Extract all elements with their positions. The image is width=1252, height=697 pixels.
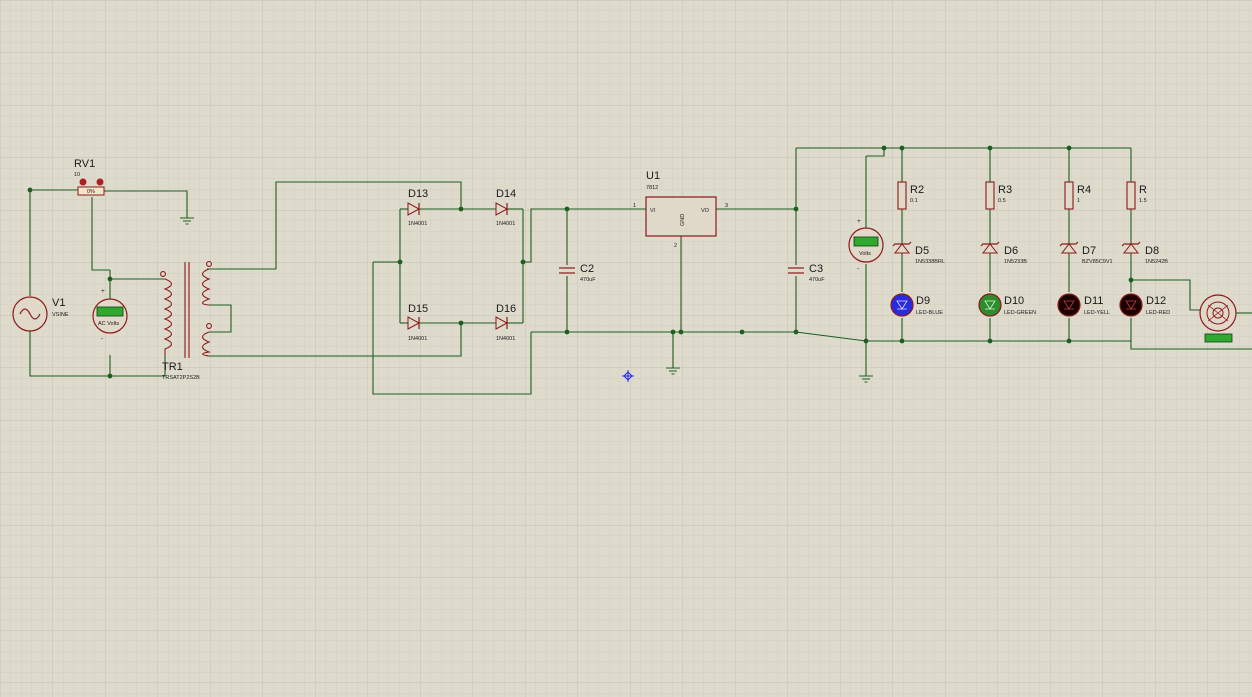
d13-ref: D13 [408, 188, 428, 200]
resistor-r2[interactable]: R2 0.1 [897, 181, 924, 210]
d11-value: LED-YELL [1084, 310, 1110, 316]
d13-value: 1N4001 [408, 221, 427, 227]
u1-pin1: 1 [633, 203, 636, 209]
dc-voltmeter[interactable]: Volts + - [848, 218, 884, 272]
resistor-r4[interactable]: R4 1 [1064, 181, 1091, 210]
ac-voltmeter[interactable]: AC Volts + - [92, 288, 128, 342]
d12-value: LED-RED [1146, 310, 1170, 316]
led-d11[interactable]: D11 LED-YELL [1057, 293, 1110, 317]
d14-ref: D14 [496, 188, 516, 200]
d9-value: LED-BLUE [916, 310, 943, 316]
d6-ref: D6 [1004, 245, 1018, 257]
u1-pin-gnd: GND [680, 214, 686, 226]
r3-ref: R3 [998, 184, 1012, 196]
dc-meter-label: Volts [859, 251, 871, 257]
diode-d13[interactable]: D13 1N4001 [407, 188, 428, 227]
zener-d7[interactable]: D7 BZV85C9V1 [1059, 241, 1113, 265]
d8-value: 1N5242B [1145, 259, 1168, 265]
u1-pin3: 3 [725, 203, 728, 209]
v1-value: VSINE [52, 312, 69, 318]
cursor-crosshair-icon [622, 370, 634, 382]
v1-ref: V1 [52, 297, 65, 309]
regulator-u1[interactable]: VI VO GND 1 3 2 U1 7812 [633, 170, 728, 249]
resistor-r[interactable]: R 1.5 [1126, 181, 1147, 210]
u1-value: 7812 [646, 185, 658, 191]
transformer-tr1[interactable] [160, 261, 212, 358]
rv1-value: 10 [74, 172, 80, 178]
tr1-ref: TR1 [162, 361, 183, 373]
rv1-ref: RV1 [74, 158, 95, 170]
dc-meter-plus: + [857, 218, 861, 225]
d9-ref: D9 [916, 295, 930, 307]
diode-d16[interactable]: D16 1N4001 [495, 303, 516, 342]
ac-meter-minus: - [101, 335, 103, 342]
capacitor-c2[interactable] [559, 267, 575, 274]
d8-ref: D8 [1145, 245, 1159, 257]
potentiometer-rv1[interactable]: 0% RV1 10 [74, 158, 105, 196]
u1-ref: U1 [646, 170, 660, 182]
d10-value: LED-GREEN [1004, 310, 1036, 316]
led-d12[interactable]: D12 LED-RED [1119, 293, 1170, 317]
c2-ref: C2 [580, 263, 594, 275]
d15-value: 1N4001 [408, 336, 427, 342]
d16-ref: D16 [496, 303, 516, 315]
d15-ref: D15 [408, 303, 428, 315]
u1-pin2: 2 [674, 243, 677, 249]
ground-icon [859, 375, 873, 383]
d6-value: 1N5233B [1004, 259, 1027, 265]
zener-d6[interactable]: D6 1N5233B [980, 241, 1027, 265]
c2-value: 470uF [580, 277, 596, 283]
r3-value: 0.5 [998, 198, 1006, 204]
c3-ref: C3 [809, 263, 823, 275]
dc-meter-minus: - [857, 265, 859, 272]
rv1-percent: 0% [87, 189, 95, 195]
wires [29, 147, 1252, 395]
zener-d8[interactable]: D8 1N5242B [1121, 241, 1168, 265]
r2-value: 0.1 [910, 198, 918, 204]
d5-ref: D5 [915, 245, 929, 257]
u1-pin-vo: VO [701, 208, 710, 214]
d5-value: 1N5338BRL [915, 259, 945, 265]
junctions [27, 145, 1134, 379]
vsine-source[interactable]: V1 VSINE [12, 296, 69, 332]
ground-icon [180, 217, 194, 225]
r4-value: 1 [1077, 198, 1080, 204]
ground-icon [666, 367, 680, 375]
diode-d15[interactable]: D15 1N4001 [407, 303, 428, 342]
r4-ref: R4 [1077, 184, 1091, 196]
tr1-value: TRSAT2P2S2B [162, 375, 200, 381]
d12-ref: D12 [1146, 295, 1166, 307]
zener-d5[interactable]: D5 1N5338BRL [892, 241, 945, 265]
d7-ref: D7 [1082, 245, 1096, 257]
r-ref: R [1139, 184, 1147, 196]
diode-d14[interactable]: D14 1N4001 [495, 188, 516, 227]
resistor-r3[interactable]: R3 0.5 [985, 181, 1012, 210]
capacitor-c3[interactable] [788, 267, 804, 274]
r2-ref: R2 [910, 184, 924, 196]
d7-value: BZV85C9V1 [1082, 259, 1113, 265]
d11-ref: D11 [1084, 295, 1103, 307]
ac-meter-label: AC Volts [98, 321, 119, 327]
d10-ref: D10 [1004, 295, 1024, 307]
d14-value: 1N4001 [496, 221, 515, 227]
led-d10[interactable]: D10 LED-GREEN [978, 293, 1036, 317]
led-d9[interactable]: D9 LED-BLUE [890, 293, 943, 317]
dc-motor[interactable] [1199, 294, 1252, 343]
d16-value: 1N4001 [496, 336, 515, 342]
ac-meter-plus: + [101, 288, 105, 295]
u1-pin-vi: VI [650, 208, 656, 214]
c3-value: 470uF [809, 277, 825, 283]
r-value: 1.5 [1139, 198, 1147, 204]
